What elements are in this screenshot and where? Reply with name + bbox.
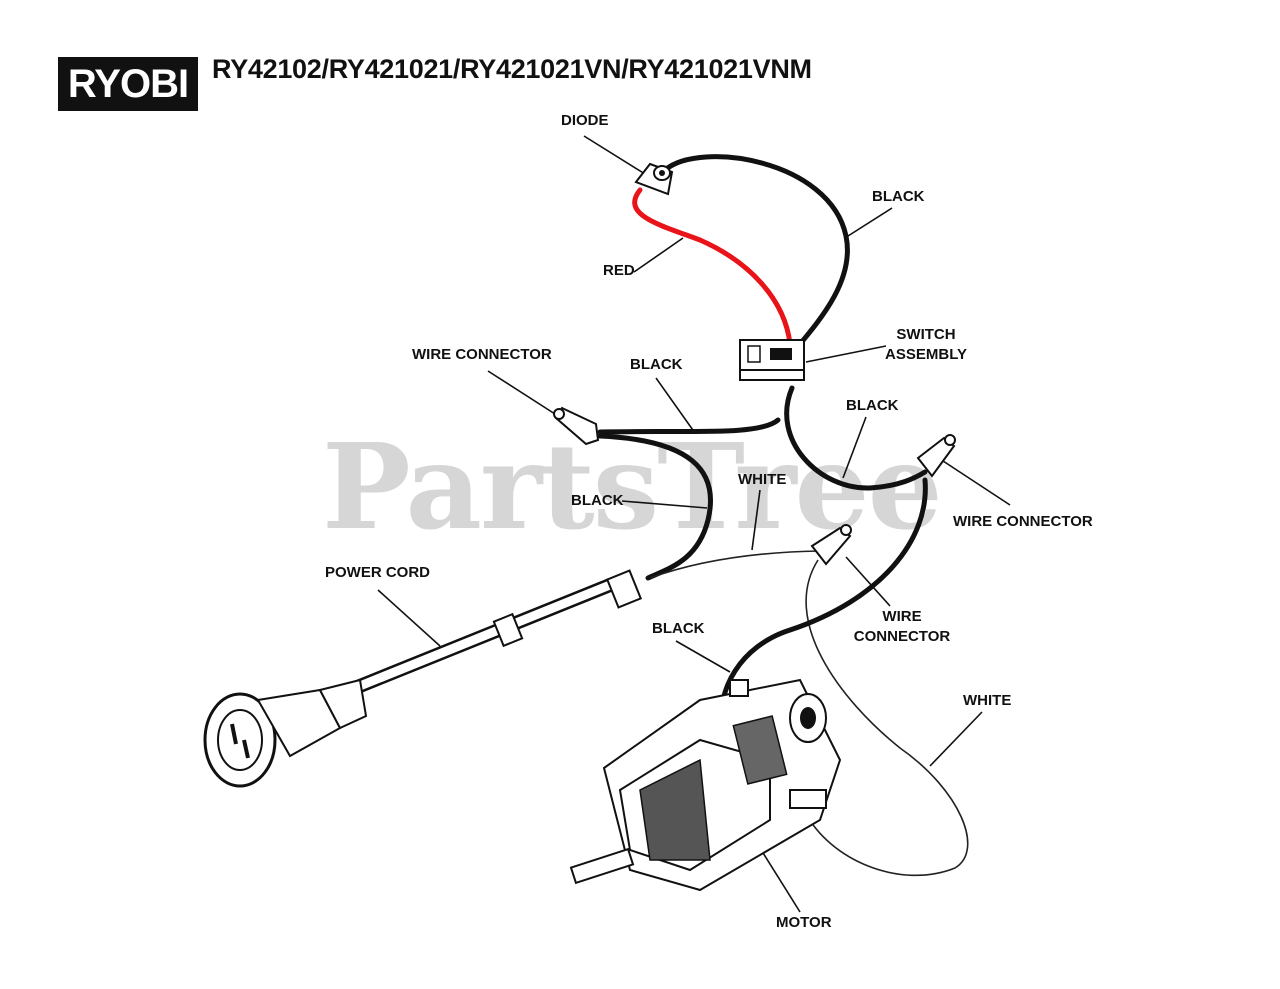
- diode: [634, 162, 674, 196]
- motor: [569, 678, 842, 892]
- white-wire-mid: [649, 550, 821, 579]
- brand-name: RYOBI: [67, 62, 189, 106]
- page-title: RY42102/RY421021/RY421021VN/RY421021VNM: [212, 54, 812, 84]
- label-switch-assembly: SWITCH ASSEMBLY: [884, 325, 968, 365]
- label-power-cord: POWER CORD: [325, 564, 430, 581]
- label-white-right: WHITE: [963, 692, 1012, 709]
- black-wire-top: [662, 154, 850, 353]
- red-wire: [632, 187, 793, 347]
- switch-assembly: [739, 339, 805, 381]
- label-wire-connector-right: WIRE CONNECTOR: [953, 513, 1093, 530]
- label-switch-line2: ASSEMBLY: [885, 346, 967, 363]
- label-black-right: BLACK: [846, 397, 899, 414]
- label-white-mid: WHITE: [738, 471, 787, 488]
- label-black-left: BLACK: [571, 492, 624, 509]
- label-wire-connector-bottom-line2: CONNECTOR: [853, 628, 951, 645]
- label-switch-line1: SWITCH: [896, 326, 956, 343]
- label-black-lower: BLACK: [652, 620, 705, 637]
- wire-connector-left: [553, 406, 600, 446]
- wire-connector-bottom: [810, 524, 852, 566]
- label-wire-connector-left: WIRE CONNECTOR: [412, 346, 552, 363]
- label-motor: MOTOR: [776, 914, 832, 931]
- label-wire-connector-bottom-line1: WIRE: [882, 608, 922, 625]
- ryobi-logo: RYOBI: [58, 57, 198, 111]
- label-black-mid: BLACK: [630, 356, 683, 373]
- wire-connector-right: [916, 434, 956, 478]
- label-black-top: BLACK: [872, 188, 925, 205]
- black-wire-right: [784, 385, 928, 491]
- label-diode: DIODE: [561, 112, 609, 129]
- white-wire-right: [804, 559, 969, 877]
- leader-lines: [377, 135, 1011, 913]
- black-wire-mid: [597, 417, 781, 435]
- black-wire-left: [597, 433, 714, 581]
- label-red: RED: [603, 262, 635, 279]
- power-cord-plug: [203, 569, 643, 788]
- watermark: PartsTree: [322, 417, 943, 556]
- label-wire-connector-bottom: WIRE CONNECTOR: [852, 607, 952, 647]
